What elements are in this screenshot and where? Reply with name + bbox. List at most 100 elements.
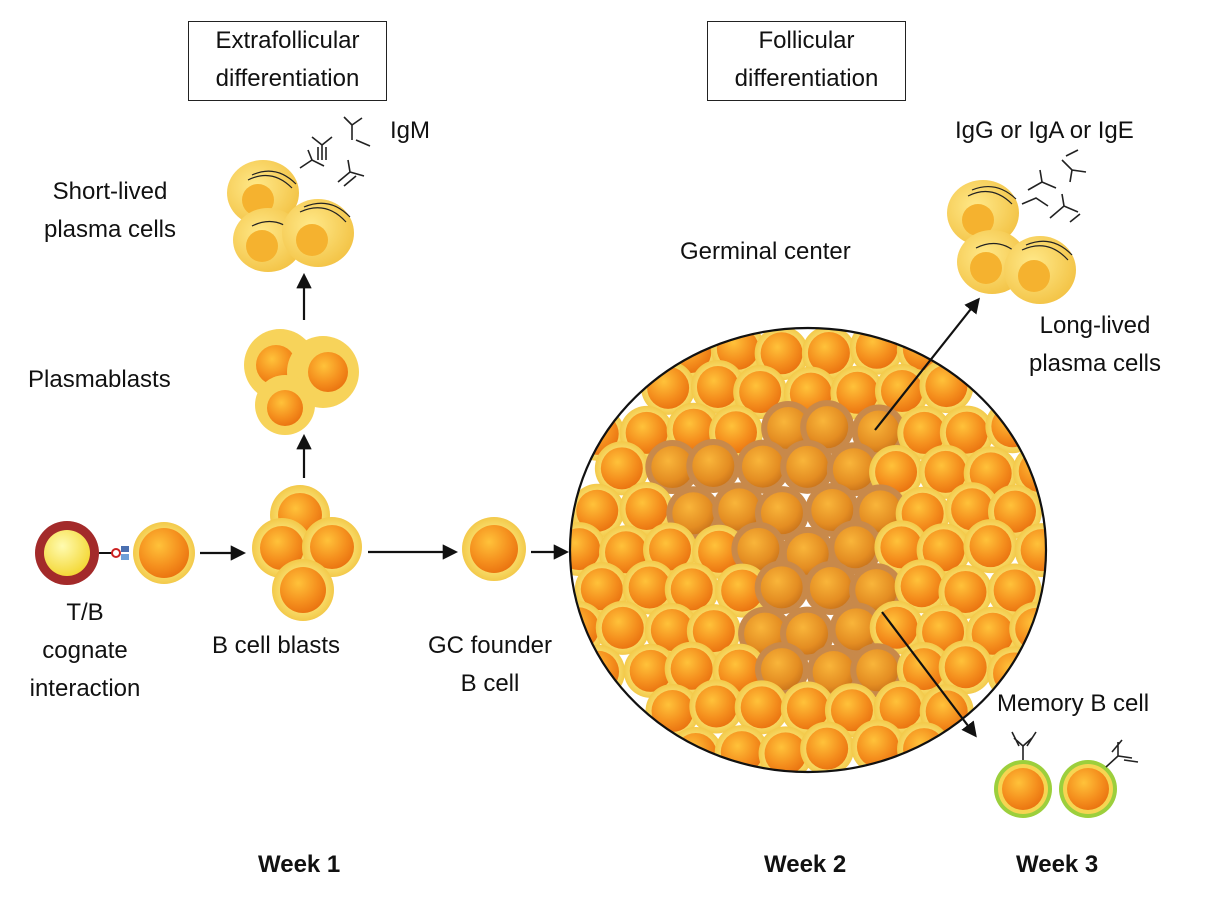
gc-cell-nucleus (650, 608, 693, 651)
gc-cell-nucleus (649, 528, 692, 571)
igm-antibodies-icon (299, 116, 371, 187)
gc-cell-nucleus (925, 365, 968, 408)
tb-cognate-label-line-3: interaction (29, 675, 141, 702)
long-lived-label-line-1: Long-lived (1039, 312, 1151, 339)
gc-cell-nucleus (836, 371, 879, 414)
gc-cell-nucleus (600, 447, 643, 490)
gc-cell-nucleus (944, 570, 987, 613)
gc-cell-nucleus (629, 649, 672, 692)
arrow-gc-to-long-lived (874, 297, 980, 431)
long-lived-label-line-2: plasma cells (1028, 350, 1162, 377)
igm-label: IgM (390, 117, 431, 144)
gc-cell-nucleus (764, 732, 807, 772)
gc-cell-nucleus (830, 689, 873, 732)
gc-cell-nucleus (993, 490, 1036, 533)
gc-cell-nucleus (951, 488, 994, 531)
flow-arrows (200, 272, 980, 738)
gc-cell-nucleus (760, 332, 803, 375)
gc-cell-nucleus (834, 526, 877, 569)
germinal-center (568, 326, 1048, 774)
gc-cell-nucleus (647, 366, 690, 409)
gc-cell-nucleus (670, 647, 713, 690)
gc-cell-nucleus (698, 530, 741, 573)
gc-cell-nucleus (879, 686, 922, 729)
follicular-header-line-2: differentiation (734, 65, 879, 92)
gc-cell-nucleus (812, 651, 855, 694)
gc-cell-nucleus (739, 371, 782, 414)
gc-cell-nucleus (580, 568, 623, 611)
short-lived-label-line-2: plasma cells (43, 216, 177, 243)
gc-cell-nucleus (672, 492, 715, 535)
gc-founder-b-cell (462, 517, 526, 581)
gc-founder-label-line-2: B cell (460, 670, 520, 697)
gc-cell-nucleus (855, 569, 898, 612)
week-1-label: Week 1 (258, 851, 341, 878)
b-cell-blasts-cluster (252, 485, 362, 621)
gc-cell-nucleus (741, 445, 784, 488)
memory-b-cell-label: Memory B cell (997, 690, 1150, 717)
gc-cell-nucleus (628, 566, 671, 609)
plasmablasts-cluster (244, 329, 359, 435)
gc-cell-nucleus (856, 725, 899, 768)
gc-cell-nucleus (835, 608, 878, 651)
follicular-header-line-1: Follicular (758, 27, 855, 54)
gc-cell-nucleus (969, 525, 1012, 568)
gc-cell-nucleus (944, 646, 987, 689)
gc-cell-nucleus (806, 727, 849, 770)
gc-cell-nucleus (971, 612, 1014, 655)
gc-founder-label-line-1: GC founder (427, 632, 553, 659)
gc-cell-nucleus (1020, 529, 1046, 572)
gc-cell-nucleus (991, 405, 1034, 448)
gc-cell-nucleus (605, 531, 648, 574)
naive-b-cell (133, 522, 195, 584)
gc-cell-nucleus (856, 649, 899, 692)
tb-cognate-label-line-1: T/B (66, 599, 104, 626)
t-cell (35, 521, 99, 585)
gc-cell-nucleus (900, 565, 943, 608)
gc-cell-nucleus (696, 365, 739, 408)
gc-cell-nucleus (625, 487, 668, 530)
tb-cognate-label-line-2: cognate (42, 637, 128, 664)
gc-cell-nucleus (740, 686, 783, 729)
arrow-gc-to-memory (881, 611, 977, 738)
gc-cell-nucleus (880, 526, 923, 569)
gc-cell-nucleus (695, 685, 738, 728)
gc-cell-nucleus (670, 568, 713, 611)
gc-cell-nucleus (786, 687, 829, 730)
gc-cell-nucleus (811, 488, 854, 531)
long-lived-label: Long-lived plasma cells (1010, 307, 1180, 383)
gc-cell-nucleus (875, 451, 918, 494)
gc-cell-nucleus (570, 528, 601, 571)
gc-cell-nucleus (903, 411, 946, 454)
gc-cell-nucleus (806, 406, 849, 449)
gc-cell-nucleus (721, 569, 764, 612)
tb-cognate-label: T/B cognate interaction (10, 594, 160, 708)
gc-cell-nucleus (576, 489, 619, 532)
gc-cell-nucleus (692, 444, 735, 487)
gc-cell-nucleus (786, 445, 829, 488)
gc-cell-nucleus (651, 689, 694, 732)
gc-cell-nucleus (760, 648, 803, 691)
gc-cell-nucleus (760, 566, 803, 609)
gc-cell-nucleus (922, 529, 965, 572)
extrafollicular-header-line-1: Extrafollicular (215, 27, 360, 54)
gc-cell-nucleus (922, 610, 965, 653)
b-cell-blasts-label: B cell blasts (212, 632, 341, 659)
gc-cell-nucleus (718, 649, 761, 692)
short-lived-plasma-cells (227, 160, 354, 272)
extrafollicular-header: Extrafollicular differentiation (188, 21, 387, 101)
gc-cell-nucleus (601, 606, 644, 649)
germinal-center-label: Germinal center (680, 238, 851, 265)
memory-b-cell-2 (1059, 760, 1117, 818)
gc-cell-nucleus (767, 407, 810, 450)
gc-cell-nucleus (945, 411, 988, 454)
igg-iga-ige-label: IgG or IgA or IgE (955, 117, 1134, 144)
gc-cell-nucleus (809, 567, 852, 610)
gc-cell-nucleus (857, 410, 900, 453)
follicular-header: Follicular differentiation (707, 21, 906, 101)
gc-cell-nucleus (880, 370, 923, 413)
short-lived-label: Short-lived plasma cells (25, 173, 195, 249)
gc-cell-nucleus (760, 492, 803, 535)
week-3-label: Week 3 (1016, 851, 1099, 878)
extrafollicular-header-line-2: differentiation (215, 65, 360, 92)
